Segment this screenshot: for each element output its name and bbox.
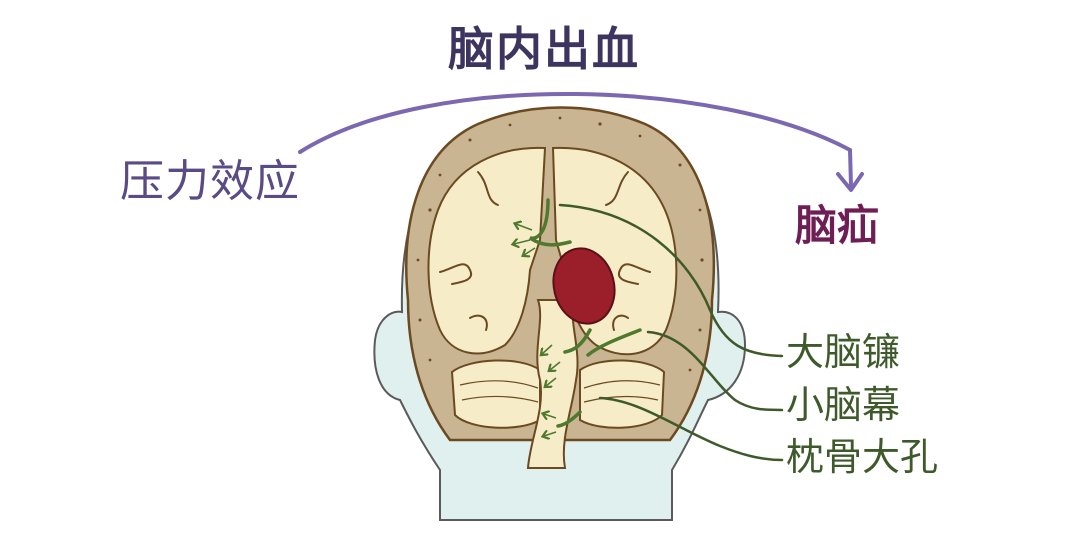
pressure-arrow — [298, 91, 853, 188]
leader-lines — [558, 203, 784, 462]
hemorrhage — [552, 247, 616, 325]
left-hemisphere — [427, 146, 547, 355]
mass-effect-label: 压力效应 — [120, 156, 300, 207]
cerebellum — [450, 359, 541, 429]
brain-gyri — [439, 171, 651, 331]
small-pressure-arrows — [514, 224, 561, 436]
foramen-magnum-label: 枕骨大孔 — [786, 435, 939, 479]
cerebellum-right — [579, 359, 666, 429]
diagram-title: 脑内出血 — [448, 22, 640, 76]
pressure-arrowhead-icon — [836, 172, 864, 192]
skull-texture — [416, 116, 704, 372]
herniation-label: 脑疝 — [795, 201, 880, 250]
membranes — [529, 198, 642, 428]
cerebellum-folia — [459, 380, 661, 403]
tentorium-label: 小脑幕 — [786, 383, 901, 427]
falx-label: 大脑镰 — [786, 330, 901, 374]
